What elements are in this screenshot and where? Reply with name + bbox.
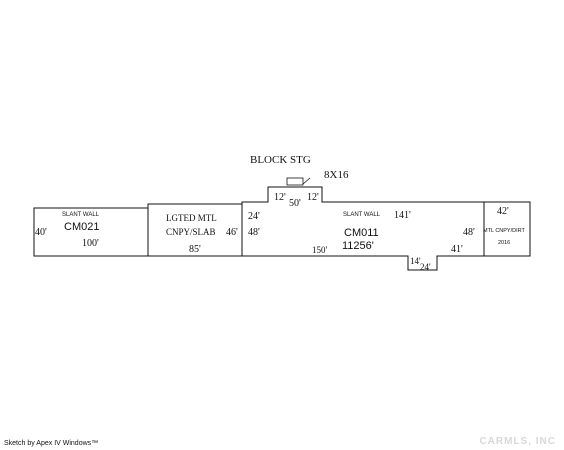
dirt-canopy-block	[483, 201, 531, 257]
cm011-dim-bottom-right: 41'	[451, 244, 463, 255]
cm011-dim-top-left: 24'	[248, 211, 260, 222]
canopy-width: 85'	[189, 244, 201, 255]
canopy-desc-2: CNPY/SLAB	[166, 227, 216, 237]
cm021-code: CM021	[64, 221, 99, 233]
cm021-desc: SLANT WALL	[62, 212, 100, 218]
dirt-canopy-top: 42'	[497, 206, 509, 217]
cm011-desc: SLANT WALL	[343, 212, 381, 218]
block-size-label: 8X16	[324, 169, 349, 181]
watermark: CARMLS, INC	[479, 436, 556, 447]
canopy-height: 46'	[226, 227, 238, 238]
block-stg-marker	[286, 177, 304, 186]
bottom-bump-left: 14'	[410, 256, 421, 266]
cm011-dim-left: 48'	[248, 227, 260, 238]
cm011-dim-top: 141'	[394, 210, 411, 221]
top-bump-left: 12'	[274, 192, 286, 203]
cm011-dim-bottom: 150'	[312, 245, 328, 255]
cm021-width: 100'	[82, 238, 99, 249]
cm011-dim-right: 48'	[463, 227, 475, 238]
top-bump-right: 12'	[307, 192, 319, 203]
dirt-canopy-year: 2016	[498, 240, 510, 246]
canopy-desc-1: LGTED MTL	[166, 213, 217, 223]
dirt-canopy-desc: MTL CNPY/DIRT	[483, 228, 526, 234]
cm021-height: 40'	[35, 227, 47, 238]
cm011-code: CM011	[344, 227, 379, 239]
top-bump-top: 50'	[289, 198, 301, 209]
sketch-credit: Sketch by Apex IV Windows™	[4, 440, 99, 447]
block-stg-title: BLOCK STG	[250, 154, 311, 166]
cm011-area: 11256'	[342, 240, 374, 252]
bottom-bump-bottom: 24'	[420, 262, 431, 272]
block-stg-pointer	[302, 177, 311, 185]
